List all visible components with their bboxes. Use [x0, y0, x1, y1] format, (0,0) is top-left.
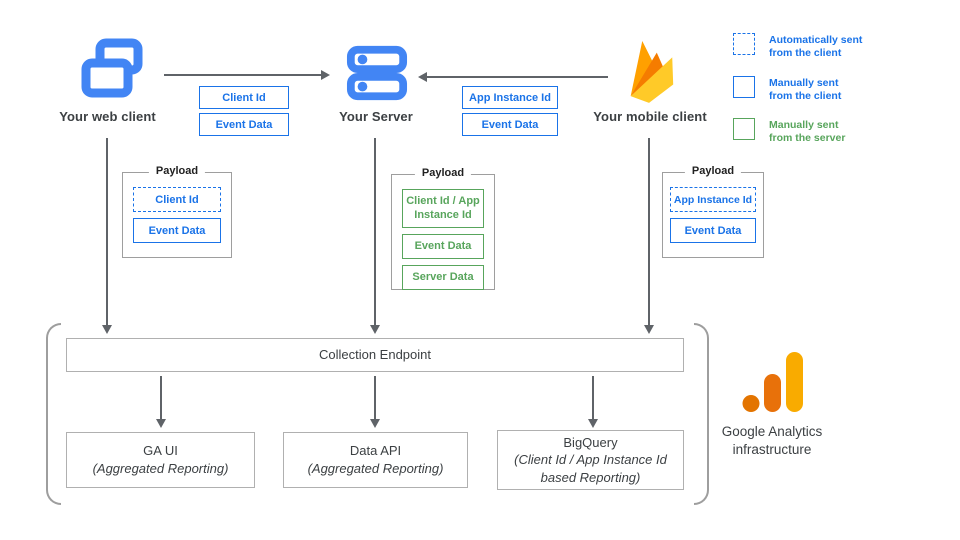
arrow-mobile-to-server: [418, 72, 608, 82]
collection-endpoint-label: Collection Endpoint: [318, 347, 432, 363]
legend-label: Manually sent from the client: [769, 77, 842, 103]
infrastructure-bracket-right: [694, 323, 709, 505]
firebase-icon: [630, 41, 674, 103]
payload-item-event-data: Event Data: [133, 218, 221, 243]
bigquery-box: BigQuery (Client Id / App Instance Id ba…: [497, 430, 684, 490]
infrastructure-label: Google Analytics infrastructure: [721, 424, 823, 458]
web-client-label: Your web client: [59, 109, 156, 124]
payload-item-server-data: Server Data: [402, 264, 484, 290]
payload-item-event-data: Event Data: [402, 233, 484, 259]
data-api-box: Data API (Aggregated Reporting): [283, 432, 468, 488]
collection-endpoint-box: Collection Endpoint: [66, 338, 684, 372]
data-api-subtitle: (Aggregated Reporting): [307, 461, 444, 476]
arrow-endpoint-to-bigquery: [588, 376, 598, 428]
payload-item-client-or-app-id: Client Id / App Instance Id: [402, 189, 484, 228]
bigquery-subtitle: (Client Id / App Instance Id based Repor…: [514, 452, 667, 485]
tag-client-id: Client Id: [199, 86, 289, 109]
legend-item-manual-client: Manually sent from the client: [733, 76, 841, 103]
arrow-web-to-endpoint: [102, 138, 112, 334]
ga-ui-box: GA UI (Aggregated Reporting): [66, 432, 255, 488]
payload-server: Payload Client Id / App Instance Id Even…: [391, 167, 495, 290]
legend-swatch-solid-green: [733, 118, 755, 140]
payload-item-client-id: Client Id: [133, 187, 221, 212]
ga-ui-title: GA UI: [143, 443, 178, 459]
payload-item-event-data: Event Data: [670, 218, 756, 243]
server-label: Your Server: [339, 109, 413, 124]
legend-swatch-dashed-blue: [733, 33, 755, 55]
arrow-server-to-endpoint: [370, 138, 380, 334]
arrow-endpoint-to-dataapi: [370, 376, 380, 428]
legend-item-manual-server: Manually sent from the server: [733, 118, 845, 145]
server-icon: [346, 45, 408, 101]
google-analytics-icon: [742, 352, 803, 412]
tag-event-data-web: Event Data: [199, 113, 289, 136]
payload-item-app-instance-id: App Instance Id: [670, 187, 756, 212]
payload-web: Payload Client Id Event Data: [122, 165, 232, 258]
tag-event-data-mobile: Event Data: [462, 113, 558, 136]
legend-label: Automatically sent from the client: [769, 34, 863, 60]
ga-ui-subtitle: (Aggregated Reporting): [92, 461, 229, 476]
data-api-title: Data API: [349, 443, 402, 459]
arrow-mobile-to-endpoint: [644, 138, 654, 334]
bigquery-title: BigQuery: [563, 434, 618, 450]
legend-label: Manually sent from the server: [769, 119, 846, 145]
payload-title: Payload: [684, 165, 742, 177]
mobile-client-label: Your mobile client: [593, 109, 707, 124]
arrow-web-to-server: [164, 70, 330, 80]
web-client-icon: [81, 38, 143, 98]
payload-title: Payload: [414, 167, 472, 179]
arrow-endpoint-to-gaui: [156, 376, 166, 428]
legend-item-auto-client: Automatically sent from the client: [733, 33, 862, 60]
payload-mobile: Payload App Instance Id Event Data: [662, 165, 764, 258]
infrastructure-bracket-left: [46, 323, 61, 505]
tag-app-instance-id: App Instance Id: [462, 86, 558, 109]
payload-title: Payload: [148, 165, 206, 177]
legend-swatch-solid-blue: [733, 76, 755, 98]
